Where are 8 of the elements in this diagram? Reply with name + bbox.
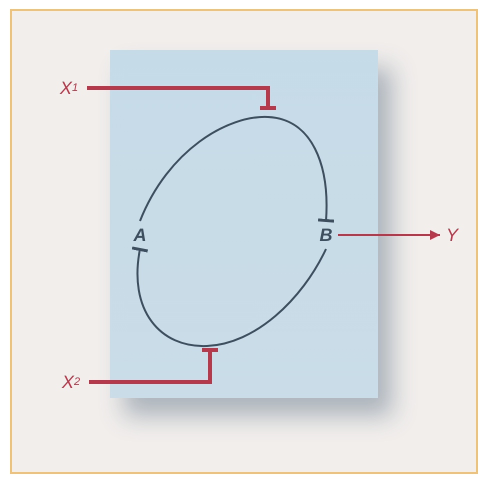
- state-label: A: [130, 223, 150, 247]
- state-label: B: [316, 223, 336, 247]
- inhibition-line: [132, 246, 327, 347]
- inhibition-line: [139, 116, 334, 222]
- arrow: [338, 230, 440, 240]
- inhibition-line: [89, 348, 218, 384]
- inhibition-line: [87, 86, 276, 110]
- variable-label: Y: [442, 223, 462, 247]
